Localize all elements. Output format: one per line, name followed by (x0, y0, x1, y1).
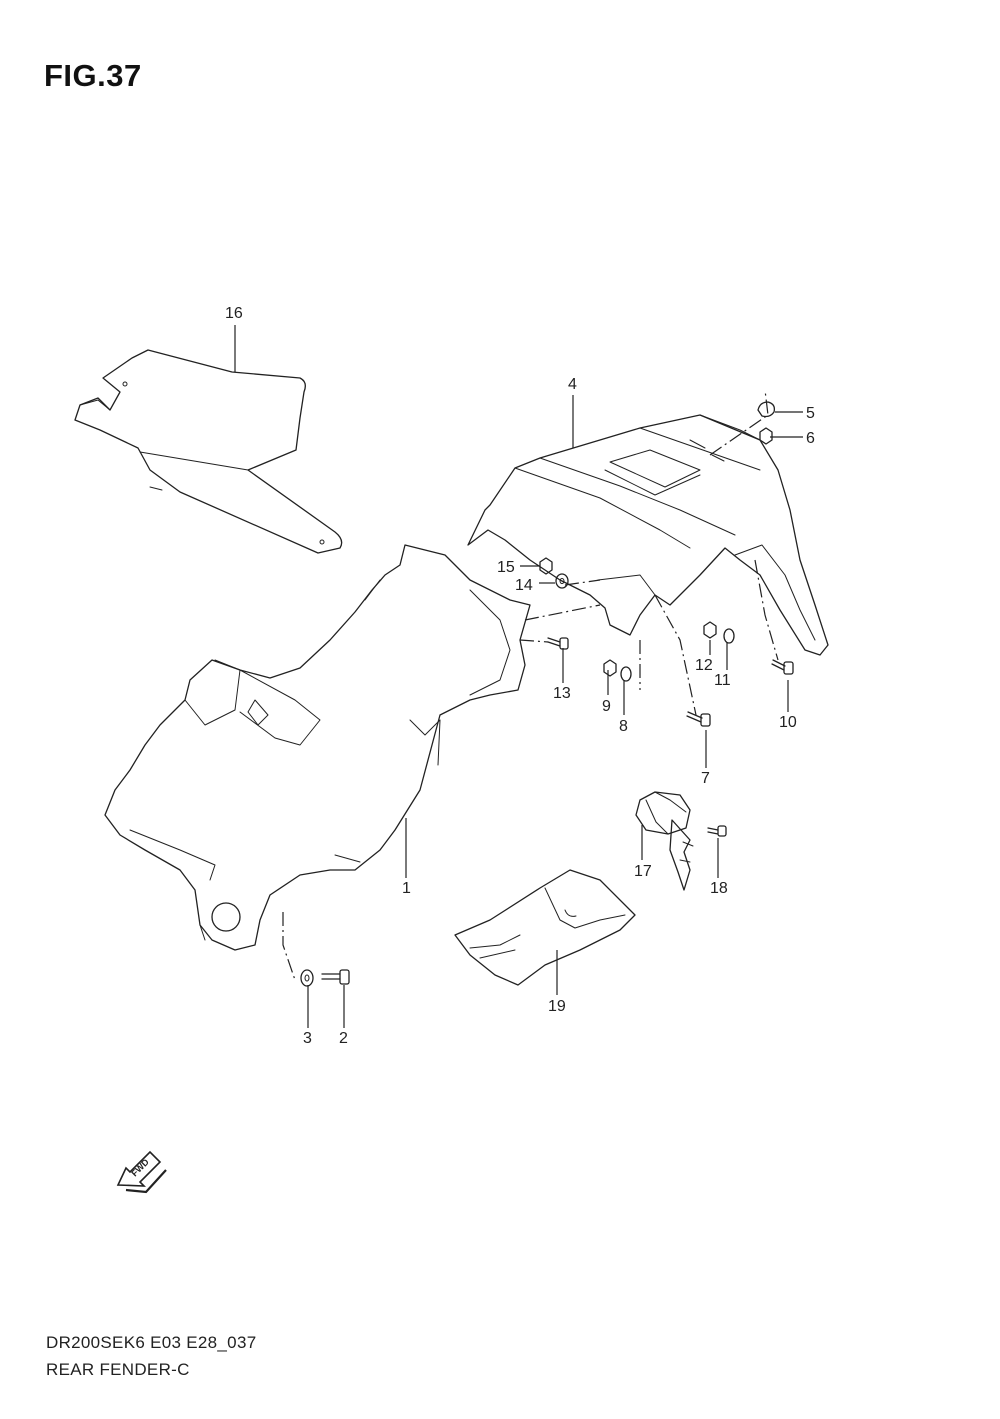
part-5-cap-nut (757, 401, 776, 418)
callout-1: 1 (402, 880, 411, 897)
part-3-washer (300, 969, 314, 987)
part-12-nut (703, 621, 717, 639)
callout-6: 6 (806, 430, 815, 447)
part-8-washer (620, 666, 632, 682)
part-7-bolt (686, 711, 711, 727)
part-9-nut (603, 659, 617, 677)
callout-labels: 16 4 5 6 15 14 13 12 11 9 10 8 7 17 18 1… (225, 305, 815, 1047)
part-14-washer (555, 573, 569, 589)
callout-10: 10 (779, 714, 797, 731)
callout-17: 17 (634, 863, 652, 880)
part-15-nut (539, 557, 553, 575)
callout-12: 12 (695, 657, 713, 674)
callout-7: 7 (701, 770, 710, 787)
part-1-inner-fender (104, 544, 531, 951)
callout-19: 19 (548, 998, 566, 1015)
callout-11: 11 (714, 672, 731, 689)
callout-4: 4 (568, 376, 577, 393)
part-10-bolt (771, 659, 794, 675)
figure-title: FIG.37 (44, 58, 142, 93)
fwd-arrow-icon: FWD (116, 1150, 167, 1194)
part-11-washer (723, 628, 735, 644)
part-16-plate (74, 349, 343, 554)
hardware (300, 401, 794, 987)
diagram-name: REAR FENDER-C (46, 1360, 190, 1379)
callout-15: 15 (497, 559, 515, 576)
part-18-screw (707, 825, 727, 837)
part-2-bolt (321, 969, 350, 985)
part-13-bolt (547, 637, 569, 650)
part-17-lock-set (635, 791, 694, 891)
part-4-rear-fender-upper (467, 414, 829, 656)
callout-13: 13 (553, 685, 571, 702)
callout-3: 3 (303, 1030, 312, 1047)
callout-18: 18 (710, 880, 728, 897)
callout-9: 9 (602, 698, 611, 715)
callout-14: 14 (515, 577, 533, 594)
part-6-nut (759, 427, 773, 445)
callout-5: 5 (806, 405, 815, 422)
callout-2: 2 (339, 1030, 348, 1047)
part-19-tool-bag (454, 869, 636, 986)
callout-8: 8 (619, 718, 628, 735)
callout-16: 16 (225, 305, 243, 322)
model-code: DR200SEK6 E03 E28_037 (46, 1333, 257, 1352)
